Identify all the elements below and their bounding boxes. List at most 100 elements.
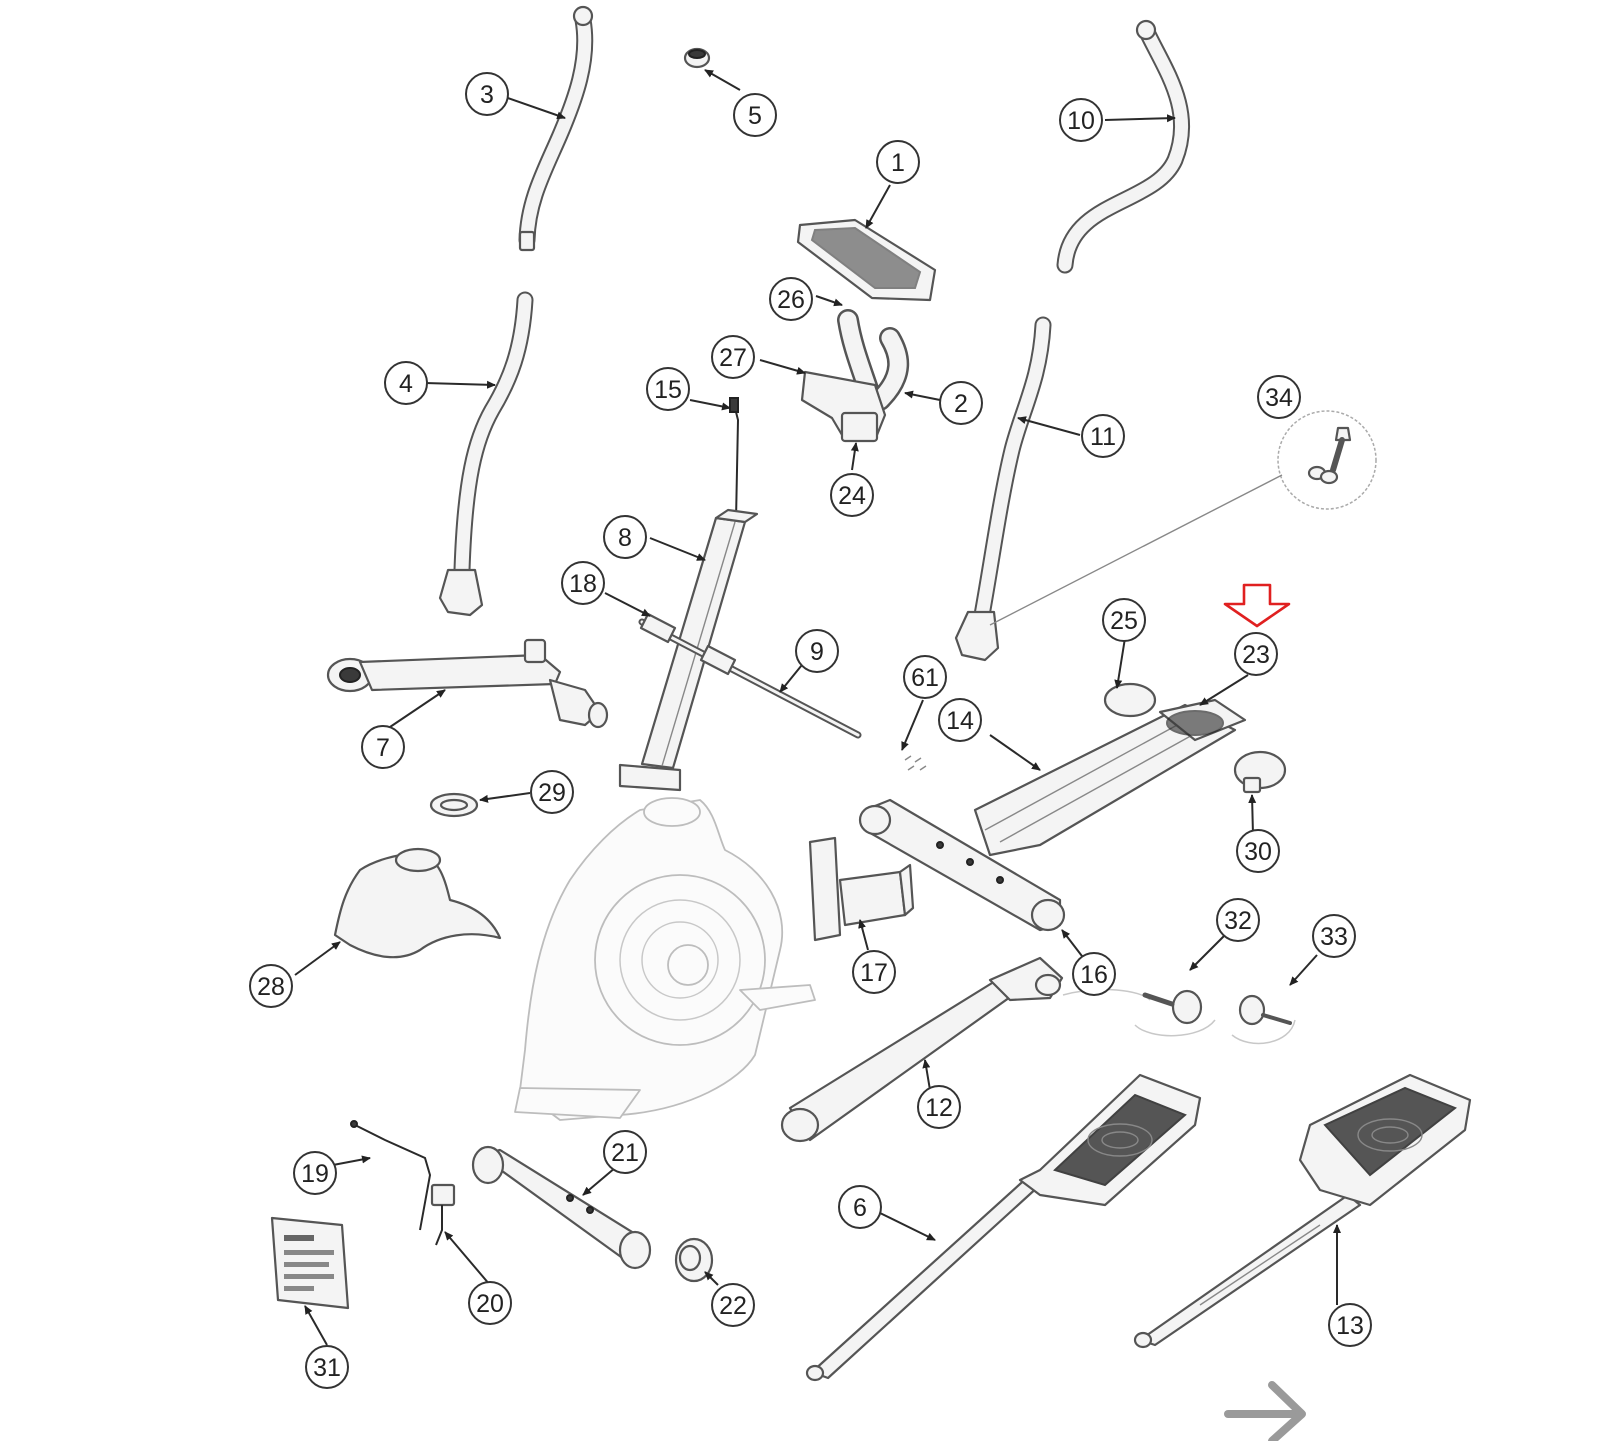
- callout-9: 9: [795, 629, 839, 673]
- callout-34: 34: [1257, 375, 1301, 419]
- callout-label: 12: [925, 1094, 953, 1122]
- callout-13: 13: [1328, 1303, 1372, 1347]
- part-5-end-cap: [683, 47, 711, 69]
- callout-label: 5: [748, 102, 762, 130]
- part-8-upright-post: [618, 508, 759, 792]
- callout-24: 24: [830, 473, 874, 517]
- callout-label: 32: [1224, 907, 1252, 935]
- part-1-console: [796, 218, 937, 302]
- callout-61: 61: [903, 655, 947, 699]
- part-20-adapter: [430, 1183, 456, 1246]
- callout-29: 29: [530, 770, 574, 814]
- callout-label: 8: [618, 524, 632, 552]
- part-34-detail-hardware: [989, 410, 1377, 626]
- part-17-bracket: [808, 836, 915, 942]
- callout-2: 2: [939, 381, 983, 425]
- part-16-link-bar: [858, 798, 1066, 932]
- main-frame-ghost: [514, 797, 816, 1121]
- callout-label: 27: [719, 344, 747, 372]
- callout-12: 12: [917, 1085, 961, 1129]
- part-32-wheel: [1062, 988, 1216, 1037]
- parts-layer: [270, 5, 1472, 1382]
- callout-20: 20: [468, 1281, 512, 1325]
- part-13-pedal-arm-right: [1133, 1073, 1472, 1349]
- callout-4: 4: [384, 361, 428, 405]
- callout-label: 3: [480, 81, 494, 109]
- part-9-axle: [638, 612, 862, 739]
- callout-label: 15: [654, 376, 682, 404]
- callout-label: 16: [1080, 961, 1108, 989]
- callout-label: 33: [1320, 923, 1348, 951]
- callout-15: 15: [646, 367, 690, 411]
- part-7-crank-arm: [326, 638, 609, 729]
- callout-label: 17: [860, 959, 888, 987]
- callout-28: 28: [249, 964, 293, 1008]
- callout-label: 28: [257, 973, 285, 1001]
- part-33-washer: [1231, 994, 1296, 1045]
- callout-23[interactable]: 23: [1234, 632, 1278, 676]
- callout-3: 3: [465, 72, 509, 116]
- callout-label: 24: [838, 482, 866, 510]
- part-29-grommet: [429, 792, 479, 818]
- part-3-upper-handlebar-left: [518, 5, 594, 252]
- part-31-decal: [270, 1216, 350, 1310]
- callout-7: 7: [361, 725, 405, 769]
- part-22-end-cap: [674, 1237, 714, 1283]
- callout-11: 11: [1081, 414, 1125, 458]
- callout-label: 4: [399, 370, 413, 398]
- callout-label: 1: [891, 149, 905, 177]
- callout-label: 29: [538, 779, 566, 807]
- callout-label: 30: [1244, 838, 1272, 866]
- callout-label: 19: [301, 1160, 329, 1188]
- callout-30: 30: [1236, 829, 1280, 873]
- callout-label: 11: [1090, 423, 1116, 451]
- callout-32: 32: [1216, 898, 1260, 942]
- callout-label: 13: [1336, 1312, 1364, 1340]
- part-28-shroud: [333, 847, 502, 959]
- callout-21: 21: [603, 1130, 647, 1174]
- callout-8: 8: [603, 515, 647, 559]
- callout-label: 26: [777, 286, 805, 314]
- callout-16: 16: [1072, 952, 1116, 996]
- callout-22: 22: [711, 1283, 755, 1327]
- callout-33: 33: [1312, 914, 1356, 958]
- callout-17: 17: [852, 950, 896, 994]
- part-6-pedal-arm-left: [805, 1073, 1202, 1382]
- callout-25: 25: [1102, 598, 1146, 642]
- callout-label: 25: [1110, 607, 1138, 635]
- callout-label: 18: [569, 570, 597, 598]
- part-12-connecting-arm: [780, 956, 1064, 1143]
- callout-label: 10: [1067, 107, 1095, 135]
- right-arrow-icon[interactable]: [1224, 1381, 1306, 1441]
- callout-label: 6: [853, 1194, 867, 1222]
- callout-label: 22: [719, 1292, 747, 1320]
- down-arrow-icon: [1223, 583, 1291, 628]
- callout-label: 9: [810, 638, 824, 666]
- callout-14: 14: [938, 698, 982, 742]
- callout-label: 7: [376, 734, 390, 762]
- callout-31: 31: [305, 1345, 349, 1389]
- part-11-lower-arm-right: [954, 316, 1052, 662]
- callout-10: 10: [1059, 98, 1103, 142]
- callout-27: 27: [711, 335, 755, 379]
- part-10-upper-handlebar-right: [1056, 19, 1191, 274]
- callouts: 1 2 3 4 5 6 7 8 9 10 11 12 13 14 15 16 1…: [249, 72, 1372, 1389]
- callout-label: 20: [476, 1290, 504, 1318]
- part-2-console-mast: [800, 309, 910, 443]
- part-61-hardware: [904, 755, 927, 771]
- part-15-cable: [729, 397, 740, 521]
- part-19-cable: [350, 1120, 432, 1231]
- callout-label: 14: [946, 707, 974, 735]
- callout-5: 5: [733, 93, 777, 137]
- callout-label: 61: [911, 664, 939, 692]
- callout-6: 6: [838, 1185, 882, 1229]
- part-14-rear-base: [973, 682, 1287, 857]
- callout-label: 34: [1265, 384, 1293, 412]
- callout-label: 2: [954, 390, 968, 418]
- callout-26: 26: [769, 277, 813, 321]
- callout-label: 21: [611, 1139, 639, 1167]
- part-4-lower-arm-left: [438, 291, 534, 617]
- leader-lines: [294, 69, 1341, 1346]
- callout-label: 23: [1242, 641, 1270, 669]
